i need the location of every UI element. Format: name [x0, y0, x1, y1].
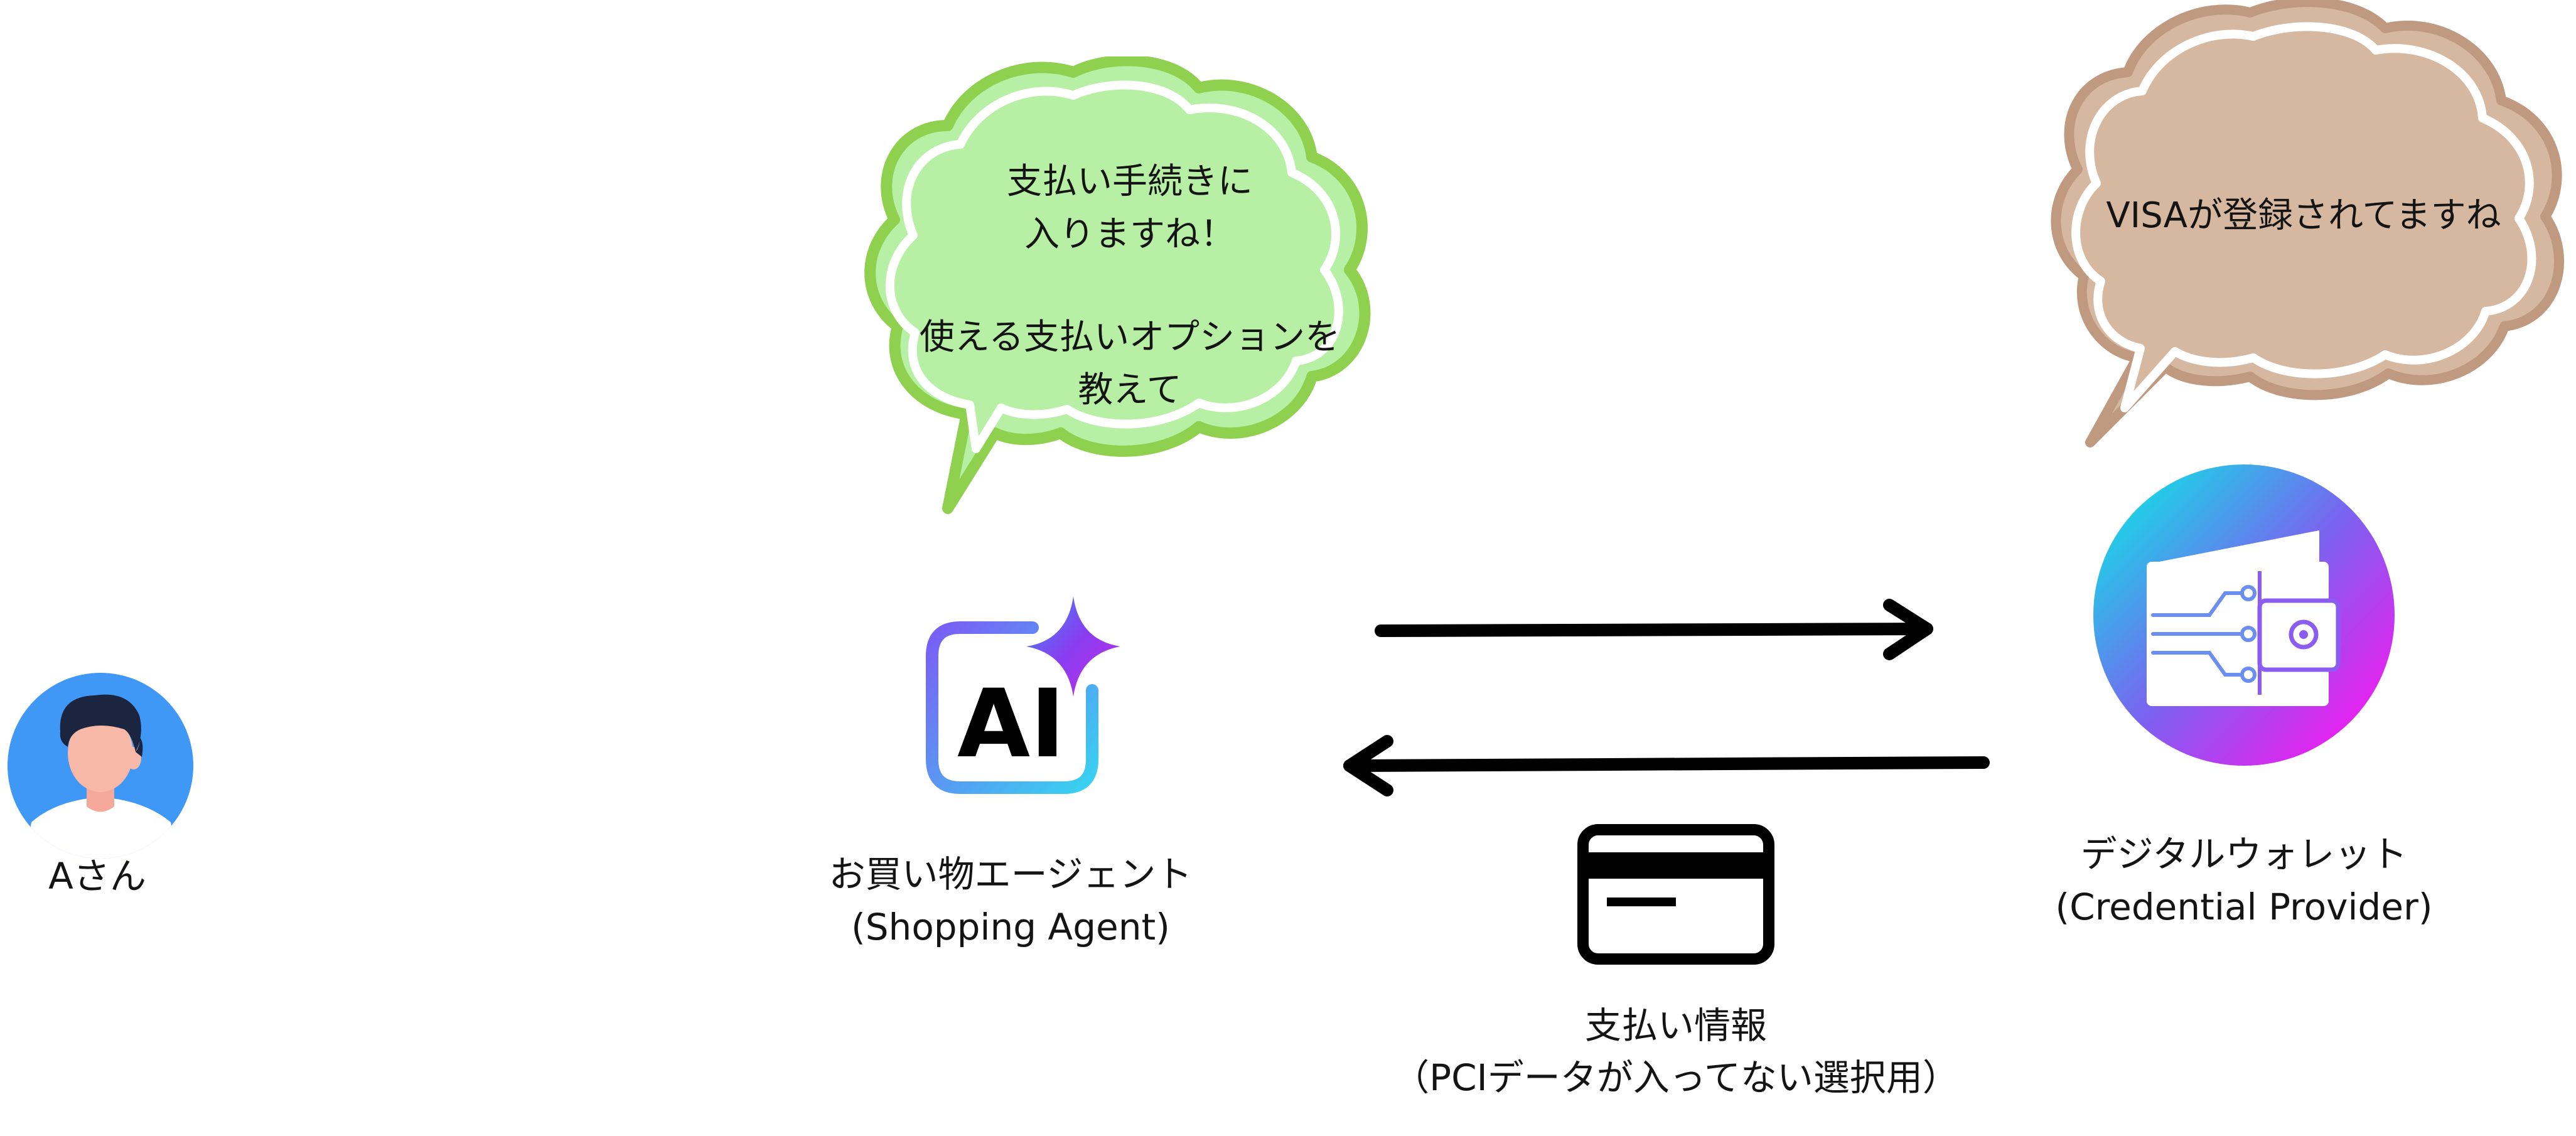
credit-card-icon	[1577, 824, 1774, 965]
digital-wallet-icon	[2093, 464, 2395, 766]
agent-bubble-line2: 入りますね！	[1024, 214, 1235, 255]
wallet-label-line1: デジタルウォレット	[2080, 833, 2408, 876]
svg-text:AI: AI	[957, 670, 1065, 779]
agent-bubble-line3: 使える支払いオプションを	[919, 317, 1341, 358]
agent-label-line1: お買い物エージェント	[829, 853, 1193, 896]
response-arrow	[1343, 735, 1990, 796]
wallet-speech-bubble	[2051, 0, 2564, 447]
agent-bubble-line4: 教えて	[1078, 370, 1182, 410]
request-arrow	[1375, 599, 1933, 660]
wallet-bubble-line1: VISAが登録されてますね	[2106, 195, 2501, 236]
user-avatar-icon	[8, 673, 193, 859]
agent-bubble-line1: 支払い手続きに	[1007, 161, 1253, 202]
user-label: Aさん	[48, 855, 146, 898]
payment-info-label-line1: 支払い情報	[1584, 1004, 1767, 1047]
wallet-label-line2: (Credential Provider)	[2055, 886, 2433, 928]
agent-speech-bubble	[864, 56, 1371, 514]
payment-info-label-line2: （PCIデータが入ってない選択用）	[1393, 1056, 1959, 1099]
agent-label-line2: (Shopping Agent)	[851, 906, 1170, 948]
ai-sparkle-icon: AI	[926, 596, 1120, 794]
